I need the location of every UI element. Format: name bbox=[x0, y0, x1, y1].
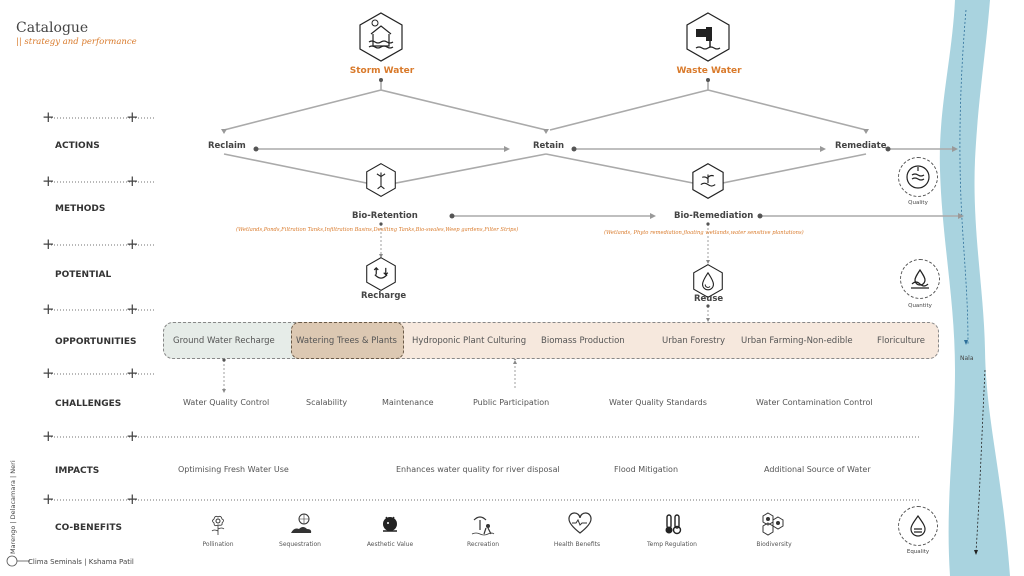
row-marker-left: + bbox=[42, 235, 55, 253]
cobenefit-label: Temp Regulation bbox=[647, 541, 697, 548]
quantity-icon bbox=[911, 268, 929, 289]
cobenefit-label: Health Benefits bbox=[553, 541, 601, 548]
heart-icon bbox=[568, 512, 592, 534]
footer-marker bbox=[6, 555, 30, 567]
opportunity-item: Ground Water Recharge bbox=[173, 336, 275, 346]
equality-label: Equality bbox=[906, 549, 930, 555]
bio-retention-icon bbox=[366, 163, 396, 197]
row-marker-left: + bbox=[42, 364, 55, 382]
impact-item: Flood Mitigation bbox=[614, 465, 679, 474]
opportunity-item: Urban Farming-Non-edible bbox=[741, 336, 853, 346]
recreation-icon bbox=[471, 516, 495, 536]
aesthetic-icon bbox=[383, 516, 397, 532]
waste-water-label: Waste Water bbox=[676, 66, 742, 76]
quality-icon bbox=[906, 165, 930, 189]
storm-water-icon bbox=[359, 12, 403, 62]
river-label: Nala bbox=[960, 355, 974, 362]
challenge-item: Public Participation bbox=[473, 398, 550, 407]
equality-icon bbox=[910, 514, 926, 537]
bio-remediation-examples: (Wetlands, Phyto remediation,floating we… bbox=[604, 230, 804, 236]
bio-remediation-icon bbox=[692, 163, 724, 199]
page-title: Catalogue bbox=[16, 20, 89, 36]
row-label-methods: METHODS bbox=[55, 204, 106, 214]
row-label-opportunities: OPPORTUNITIES bbox=[55, 337, 137, 347]
row-marker-right: + bbox=[126, 300, 139, 318]
seminar-credit: Clima Seminals | Kshama Patil bbox=[28, 558, 134, 566]
page-subtitle: || strategy and performance bbox=[16, 37, 137, 47]
row-marker-right: + bbox=[126, 427, 139, 445]
row-marker-left: + bbox=[42, 490, 55, 508]
action-remediate: Remediate bbox=[835, 141, 887, 151]
row-label-cobenefits: CO-BENEFITS bbox=[55, 523, 122, 533]
thermometer-icon bbox=[665, 514, 682, 535]
challenge-item: Water Quality Control bbox=[183, 398, 270, 407]
cobenefit-label: Aesthetic Value bbox=[366, 541, 414, 548]
opportunity-item: Hydroponic Plant Culturing bbox=[412, 336, 527, 346]
quality-label: Quality bbox=[908, 200, 928, 206]
bio-retention-examples: (Wetlands,Ponds,Filtration Tanks,Infiltr… bbox=[236, 227, 519, 233]
row-label-potential: POTENTIAL bbox=[55, 270, 112, 280]
impact-item: Optimising Fresh Water Use bbox=[178, 465, 289, 474]
row-marker-right: + bbox=[126, 364, 139, 382]
quality-indicator bbox=[898, 157, 938, 197]
opportunity-item: Biomass Production bbox=[541, 336, 625, 346]
method-bio-remediation: Bio-Remediation bbox=[674, 211, 754, 221]
action-retain: Retain bbox=[533, 141, 565, 151]
challenge-item: Water Quality Standards bbox=[609, 398, 707, 407]
row-marker-right: + bbox=[126, 108, 139, 126]
impact-item: Additional Source of Water bbox=[764, 465, 871, 474]
challenge-item: Water Contamination Control bbox=[756, 398, 873, 407]
row-label-actions: ACTIONS bbox=[55, 141, 100, 151]
storm-water-label: Storm Water bbox=[349, 66, 415, 76]
opportunities-band-groundwater bbox=[163, 322, 298, 359]
cobenefit-label: Recreation bbox=[466, 541, 500, 548]
row-label-challenges: CHALLENGES bbox=[55, 399, 122, 409]
cobenefit-label: Biodiversity bbox=[756, 541, 792, 548]
flower-icon bbox=[211, 515, 225, 535]
equality-indicator bbox=[898, 506, 938, 546]
challenge-item: Scalability bbox=[306, 398, 348, 407]
cobenefit-label: Pollination bbox=[202, 541, 234, 548]
row-marker-right: + bbox=[126, 235, 139, 253]
recharge-icon bbox=[366, 257, 396, 291]
action-reclaim: Reclaim bbox=[208, 141, 246, 151]
row-marker-left: + bbox=[42, 300, 55, 318]
potential-reuse: Reuse bbox=[694, 294, 724, 304]
row-marker-left: + bbox=[42, 427, 55, 445]
opportunity-item: Floriculture bbox=[877, 336, 925, 346]
impact-item: Enhances water quality for river disposa… bbox=[396, 465, 560, 474]
method-bio-retention: Bio-Retention bbox=[352, 211, 418, 221]
row-marker-left: + bbox=[42, 172, 55, 190]
opportunity-item: Urban Forestry bbox=[662, 336, 726, 346]
cobenefit-label: Sequestration bbox=[279, 541, 321, 548]
waste-water-icon bbox=[686, 12, 730, 62]
challenge-item: Maintenance bbox=[382, 398, 434, 407]
reuse-icon bbox=[693, 264, 723, 298]
opportunity-item: Watering Trees & Plants bbox=[296, 336, 397, 346]
row-marker-left: + bbox=[42, 108, 55, 126]
biodiversity-icon bbox=[762, 512, 784, 536]
opportunities-band-highlight bbox=[291, 322, 404, 359]
potential-recharge: Recharge bbox=[361, 291, 407, 301]
quantity-indicator bbox=[900, 259, 940, 299]
quantity-label: Quantity bbox=[908, 303, 932, 309]
row-marker-right: + bbox=[126, 172, 139, 190]
row-label-impacts: IMPACTS bbox=[55, 466, 100, 476]
row-marker-right: + bbox=[126, 490, 139, 508]
co2-icon bbox=[291, 513, 312, 533]
authors-credit: Marengo | Delacamara | Neri bbox=[9, 460, 17, 554]
